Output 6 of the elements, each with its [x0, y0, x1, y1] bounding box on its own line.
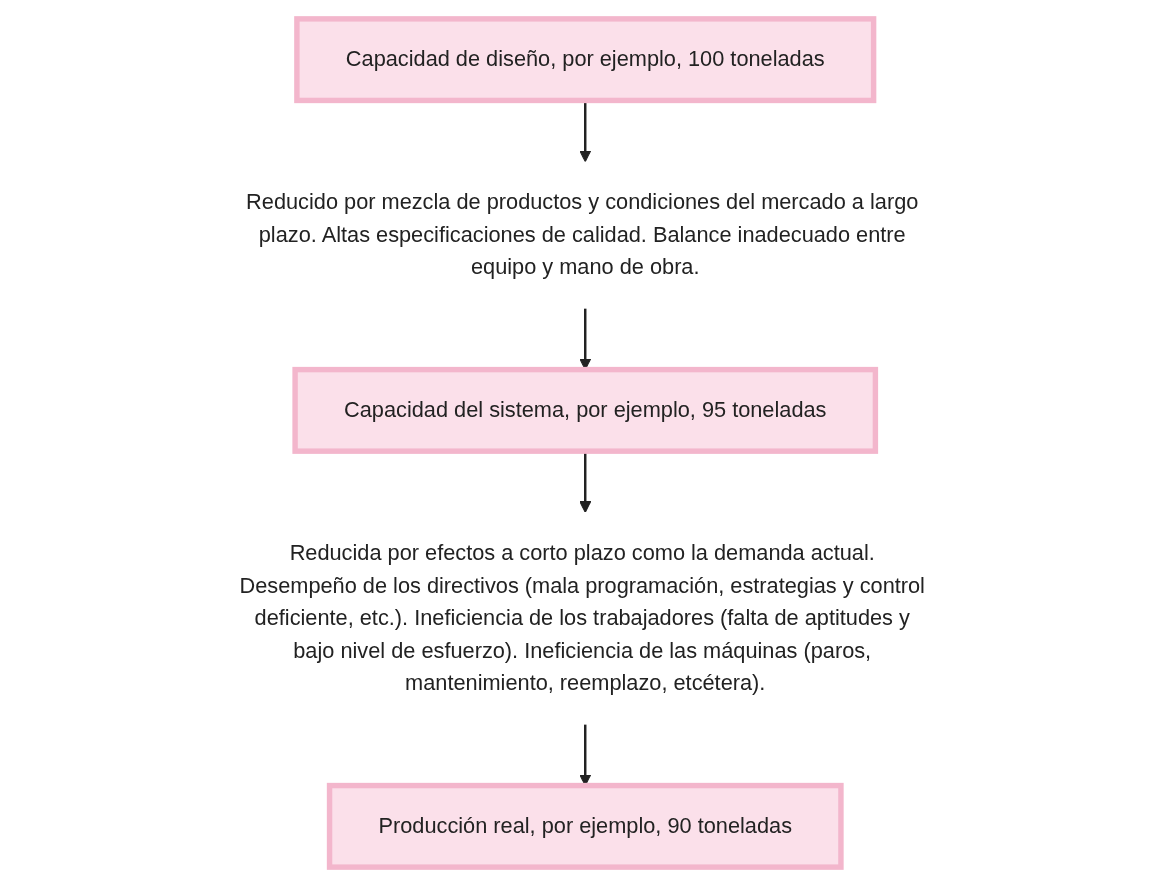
node-box	[292, 366, 878, 454]
node-box	[326, 782, 844, 870]
node-text: Reducido por mezcla de productos y condiciones del mercado a largo plazo. Altas especificaciones de calidad. Balance inadecuado entre equipo y mano de obra.	[245, 190, 919, 279]
flowchart: Capacidad de diseño, por ejemplo, 100 toneladas Reducido por mezcla de productos y condiciones del mercado a largo plazo. Altas especificaciones de calidad. Balance inadecuado entre equipo y mano de obra. Capacidad del sistema, por ejemplo, 95 toneladas Reducida por efectos a corto plazo como la demanda actual. Desempeño de los directivos (mala programación, estrategias y control deficiente, etc.). Ineficiencia de los trabajadores (falta de aptitudes y bajo nivel de esfuerzo). Ineficiencia de las máquinas (paros, mantenimiento, reemplazo, etcétera). Producción real, por ejemplo, 90 toneladas	[171, 8, 999, 878]
node-box	[293, 16, 877, 104]
node-text: Reducida por efectos a corto plazo como la demanda actual. Desempeño de los directivos (mala programación, estrategias y control deficiente, etc.). Ineficiencia de los trabajadores (falta de aptitudes y bajo nivel de esfuerzo). Ineficiencia de las máquinas (paros, mantenimiento, reemplazo, etcétera).	[239, 540, 925, 695]
